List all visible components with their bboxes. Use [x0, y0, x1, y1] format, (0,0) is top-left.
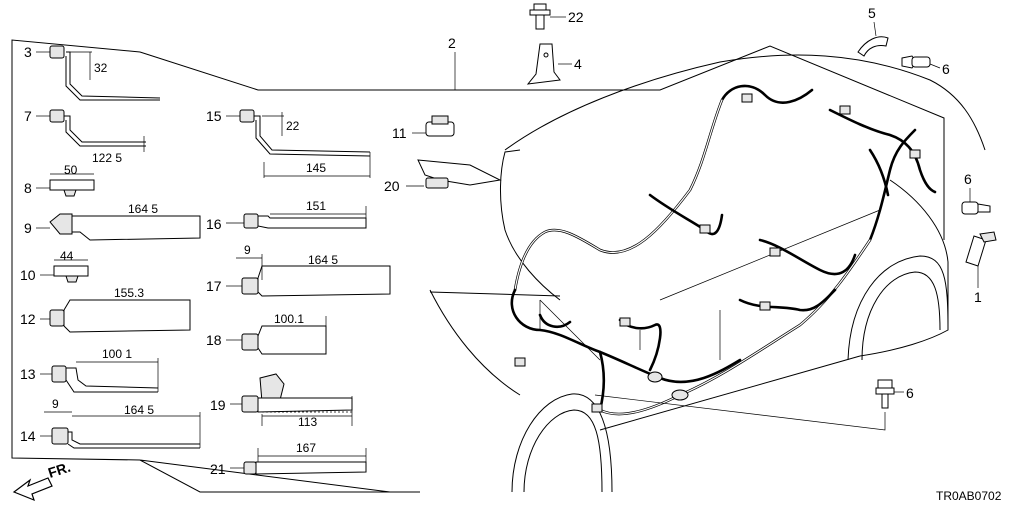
dim-14a: 9 [52, 397, 59, 411]
bolt-6-bottom-icon [875, 379, 904, 409]
callout-9: 9 [24, 220, 32, 236]
clip-13-icon [51, 358, 159, 393]
dim-18: 100.1 [274, 312, 304, 326]
grommet-5-icon [857, 36, 889, 57]
clip-18-icon [241, 316, 327, 355]
clip-11-icon [412, 115, 455, 137]
bracket-4-icon [526, 43, 572, 85]
callout-1: 1 [974, 289, 982, 305]
dim-13: 100 1 [102, 347, 132, 361]
dim-15b: 145 [306, 161, 326, 175]
dim-10: 44 [60, 249, 74, 263]
dim-16: 151 [306, 199, 326, 213]
clip-21-icon [243, 448, 367, 475]
dim-9: 164 5 [128, 202, 158, 216]
clip-9-icon [49, 213, 201, 241]
callout-22: 22 [568, 9, 584, 25]
callout-10: 10 [20, 267, 36, 283]
callout-6-top: 6 [942, 61, 950, 77]
callout-18: 18 [206, 332, 222, 348]
leader-lines [539, 300, 886, 431]
callout-16: 16 [206, 216, 222, 232]
callout-11: 11 [392, 125, 407, 141]
clip-16-icon [243, 206, 367, 229]
callout-3: 3 [24, 44, 32, 60]
callout-8: 8 [24, 180, 32, 196]
main-wire-harness [510, 84, 937, 416]
dim-7: 122 5 [92, 151, 122, 165]
car-body-outline [429, 54, 986, 493]
clip-7-icon [49, 109, 146, 152]
callout-13: 13 [20, 366, 36, 382]
dim-3: 32 [94, 61, 108, 75]
callout-4: 4 [574, 56, 582, 72]
dim-19: 113 [298, 415, 317, 429]
callout-6-bottom: 6 [906, 385, 914, 401]
callout-17: 17 [206, 278, 222, 294]
callout-19: 19 [210, 397, 226, 413]
dim-12: 155.3 [114, 286, 144, 300]
callout-2: 2 [448, 35, 456, 51]
bolt-6-top-icon [901, 55, 941, 69]
callout-15: 15 [206, 108, 222, 124]
sensor-1-icon [965, 231, 997, 288]
front-arrow-icon [12, 477, 53, 502]
callout-5: 5 [868, 5, 876, 21]
dim-8: 50 [64, 163, 78, 177]
callout-21: 21 [210, 461, 226, 477]
dim-17a: 9 [244, 243, 251, 257]
clip-8-icon [49, 173, 95, 197]
clip-12-icon [49, 299, 191, 333]
group-outline [11, 39, 945, 493]
dim-17b: 164 5 [308, 253, 338, 267]
dim-14b: 164 5 [124, 403, 154, 417]
diagram-code: TR0AB0702 [936, 489, 1002, 503]
callout-7: 7 [24, 108, 32, 124]
front-marker-label: FR. [46, 459, 72, 481]
clip-20-icon [406, 159, 502, 189]
bolt-6-right-icon [961, 188, 991, 215]
callout-6-right: 6 [964, 171, 972, 187]
clip-10-icon [53, 259, 89, 283]
clip-15-icon [239, 109, 371, 178]
dim-21: 167 [296, 441, 316, 455]
callout-14: 14 [20, 428, 36, 444]
clip-3-icon [49, 45, 161, 101]
callout-12: 12 [20, 311, 36, 327]
clip-17-icon [236, 254, 391, 297]
callout-20: 20 [384, 178, 400, 194]
dim-15a: 22 [286, 119, 300, 133]
clip-19-icon [241, 373, 353, 426]
clip-14-icon [44, 411, 201, 449]
bolt-22-icon [529, 3, 566, 30]
